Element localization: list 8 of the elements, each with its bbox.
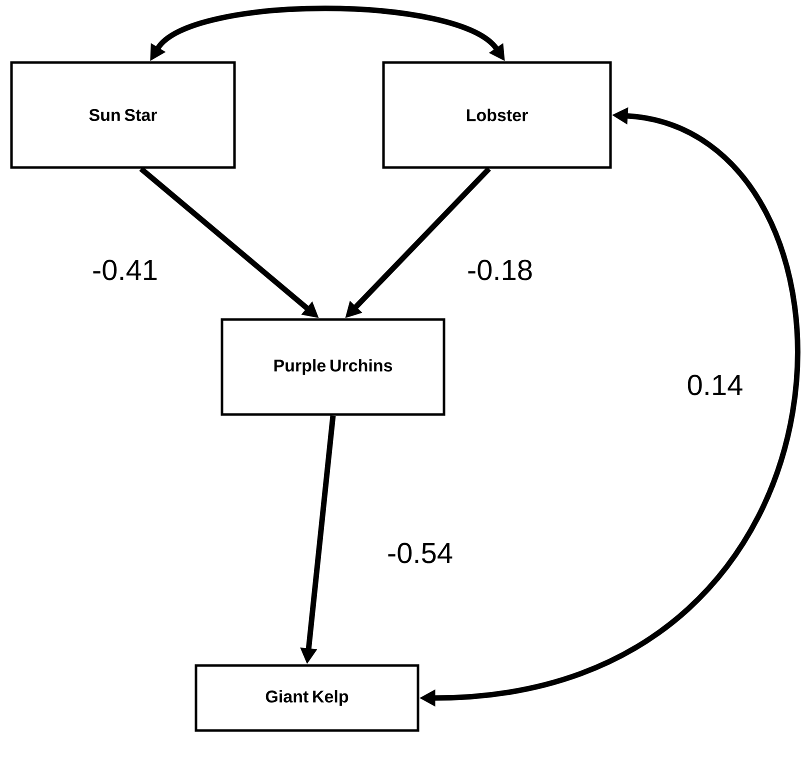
edge-label: -0.18 — [464, 258, 536, 282]
edge-label: -0.54 — [384, 540, 456, 566]
edge-label: 0.14 — [684, 372, 746, 398]
box: Lobster — [382, 61, 612, 169]
box: Sun Star — [10, 61, 236, 169]
edge-label: -0.41 — [90, 258, 160, 282]
box: Giant Kelp — [194, 664, 420, 732]
box: Purple Urchins — [220, 318, 446, 416]
